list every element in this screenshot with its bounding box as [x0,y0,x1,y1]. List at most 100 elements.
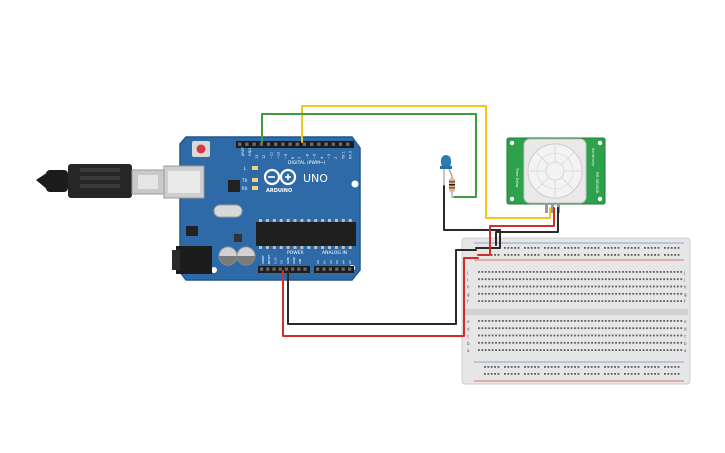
breadboard-hole [515,285,518,288]
breadboard-hole [646,334,648,337]
wire-red-pir[interactable] [477,207,555,256]
breadboard-hole [529,292,532,295]
breadboard-hole [498,300,501,302]
breadboard-hole [522,278,525,281]
breadboard-hole [497,373,500,375]
breadboard-hole [676,349,679,351]
row-letter: h [684,285,687,290]
breadboard-hole [580,292,583,295]
digital-pin-label: ~9 [284,154,288,159]
breadboard-hole [481,349,484,351]
breadboard-hole [664,247,666,249]
breadboard-hole [564,366,566,368]
breadboard-hole [594,327,597,330]
pin-hole [331,142,335,146]
breadboard-hole [515,327,518,330]
wire-black-gnd[interactable] [287,249,477,325]
breadboard-hole [567,254,570,256]
breadboard-hole [666,320,669,322]
breadboard-hole [550,254,553,256]
breadboard-hole [604,349,607,351]
breadboard-hole [670,300,672,302]
resistor[interactable] [449,176,455,198]
breadboard-hole [570,341,573,344]
breadboard-hole [642,327,645,330]
breadboard-hole [618,285,621,288]
breadboard-hole [574,292,576,295]
breadboard-hole [570,300,573,302]
breadboard-hole [550,292,552,295]
wire-green[interactable] [261,113,477,198]
breadboard-hole [635,334,638,337]
breadboard-hole [608,292,611,295]
breadboard-hole [502,271,504,273]
breadboard-hole [543,320,545,322]
breadboard-hole [647,366,650,368]
breadboard-hole [522,349,525,351]
breadboard-hole [567,320,569,322]
pin-hole [341,267,345,271]
breadboard-hole [505,271,508,273]
breadboard-hole [481,320,484,322]
breadboard-hole [491,300,494,302]
breadboard-hole [505,349,508,351]
breadboard-hole [611,285,614,288]
breadboard-hole [646,278,648,281]
breadboard-hole [632,327,635,330]
breadboard-hole [510,254,513,256]
wire-red-5v[interactable] [282,257,479,337]
row-letter: b [467,341,470,346]
breadboard-hole [532,278,535,281]
breadboard-hole [584,271,587,273]
breadboard-hole [634,247,636,249]
breadboard-hole [656,278,659,281]
chip-pin [334,219,338,222]
breadboard-hole [481,341,484,344]
breadboard-hole [580,334,583,337]
chip-pin [265,219,269,222]
breadboard-hole [478,292,480,295]
pir-sensor[interactable]: Sensitivity Time Delay PIR SENSOR [506,137,606,213]
breadboard-hole [635,285,638,288]
breadboard-hole [673,300,676,302]
power-pin-label: RESET [267,254,271,264]
breadboard-hole [673,292,676,295]
breadboard-hole [546,271,549,273]
breadboard-hole [487,366,490,368]
breadboard-hole [495,334,497,337]
breadboard-hole [604,254,606,256]
breadboard-hole [610,254,613,256]
breadboard-hole [577,278,580,281]
breadboard-hole [614,254,616,256]
breadboard-hole [537,247,540,249]
breadboard-hole [519,349,521,351]
wire-black-led[interactable] [443,185,501,249]
row-letter: e [684,319,687,324]
breadboard-hole [587,300,590,302]
wire-black-pir[interactable] [495,207,559,246]
breadboard-hole [567,366,570,368]
breadboard-hole [508,341,511,344]
breadboard-hole [670,278,672,281]
breadboard-hole [591,320,593,322]
breadboard-hole [563,349,566,351]
breadboard-hole [670,247,673,249]
row-letter: j [466,270,468,275]
breadboard-hole [608,300,611,302]
breadboard-hole [508,320,511,322]
breadboard-hole [610,366,613,368]
wire-yellow[interactable] [301,105,551,219]
breadboard-hole [642,320,645,322]
led[interactable] [440,155,453,188]
breadboard-hole [515,334,518,337]
breadboard-hole [502,285,504,288]
analog-pin-label: A5 [348,260,352,264]
breadboard-hole [649,300,652,302]
pin-hole [272,267,276,271]
breadboard-hole [666,349,669,351]
reset-button-cap[interactable] [196,144,206,154]
breadboard-hole [639,278,642,281]
